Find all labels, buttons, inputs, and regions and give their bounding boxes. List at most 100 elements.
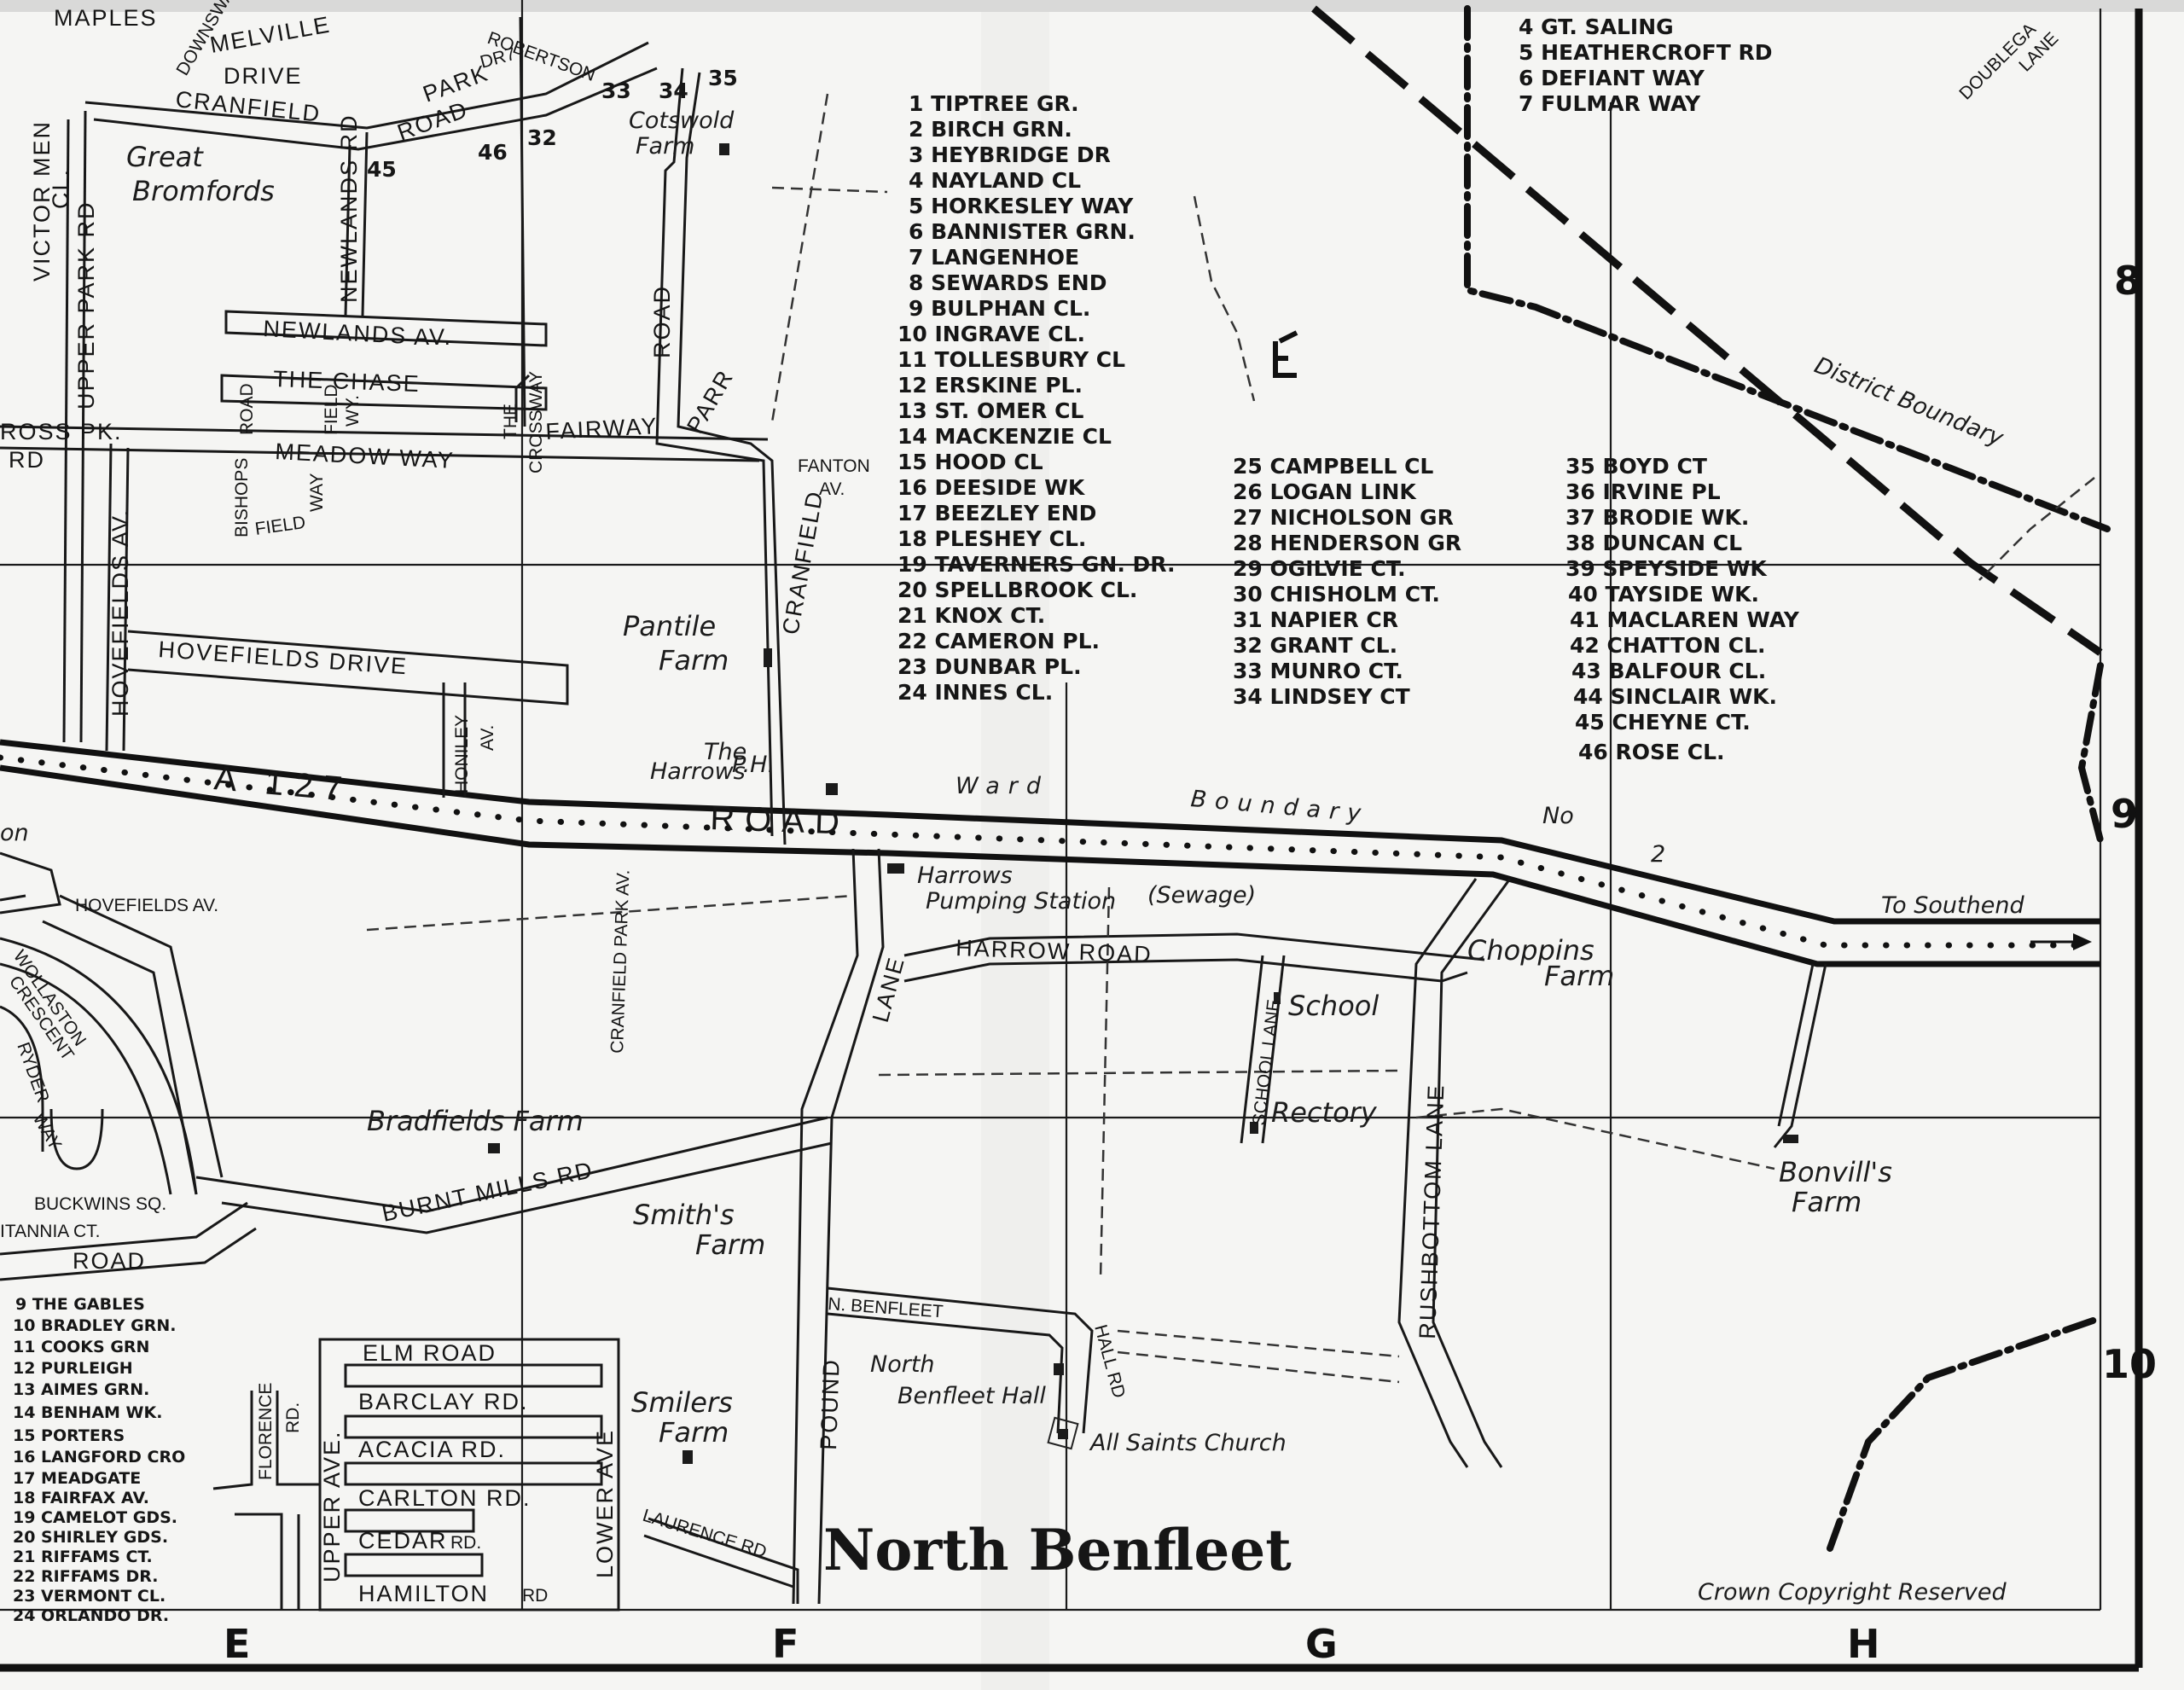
field-way-label: WAY [307, 473, 327, 513]
smilers-label: Smilers [631, 1386, 733, 1419]
street-index-bottom-left: 9 THE GABLES 10 BRADLEY GRN. 11 COOKS GR… [13, 1295, 185, 1625]
index-entry: 3 HEYBRIDGE DR [909, 142, 1111, 167]
northern-roads[interactable] [0, 16, 1256, 845]
index-entry: 2 BIRCH GRN. [909, 117, 1072, 142]
pantile-farm-building [764, 648, 772, 667]
index-entry: 33 MUNRO CT. [1233, 659, 1403, 683]
index-entry: 6 DEFIANT WAY [1519, 66, 1705, 90]
hamilton-rd-label: RD [522, 1586, 548, 1606]
pumping-station-label: Pumping Station [926, 888, 1116, 915]
cotswold-farm-building [719, 143, 729, 155]
index-entry: 24 INNES CL. [897, 680, 1053, 705]
index-entry: 4 GT. SALING [1519, 15, 1674, 39]
index-entry: 14 MACKENZIE CL [897, 424, 1112, 449]
street-index-col1: 1 TIPTREE GR. 2 BIRCH GRN. 3 HEYBRIDGE D… [897, 91, 1176, 705]
grid-row-10: 10 [2102, 1341, 2157, 1387]
honiley-label: HONILEY [452, 715, 472, 793]
carlton-rd-label: CARLTON RD. [358, 1485, 531, 1511]
index-entry: 42 CHATTON CL. [1570, 633, 1766, 658]
index-entry: 20 SHIRLEY GDS. [13, 1528, 168, 1547]
index-entry: 19 CAMELOT GDS. [13, 1508, 177, 1527]
index-entry: 37 BRODIE WK. [1565, 505, 1749, 530]
map-number-32: 32 [527, 125, 557, 150]
upper-lower-ave-block[interactable] [212, 1338, 620, 1612]
index-entry: 22 RIFFAMS DR. [13, 1567, 158, 1586]
the-label: THE [501, 404, 520, 439]
index-entry: 31 NAPIER CR [1233, 607, 1398, 632]
index-entry: 20 SPELLBROOK CL. [897, 578, 1137, 602]
upper-ave-label: UPPER AVE. [319, 1430, 345, 1583]
church-enclosure [1047, 1416, 1079, 1450]
pumping-station-building [887, 863, 904, 874]
cotswold-label: Cotswold [629, 107, 735, 134]
index-entry: 32 GRANT CL. [1233, 633, 1397, 658]
map-frame [0, 9, 2143, 1672]
great-bromfords-label-1: Great [126, 141, 204, 173]
index-entry: 27 NICHOLSON GR [1233, 505, 1454, 530]
pantile-label: Pantile [623, 610, 716, 642]
newlands-av-label: AV. [414, 324, 452, 350]
ph-label: P.H. [732, 752, 775, 778]
index-entry: 13 AIMES GRN. [13, 1380, 149, 1399]
index-entry: 26 LOGAN LINK [1233, 479, 1417, 504]
a127-road[interactable] [0, 739, 2100, 967]
barclay-rd-label: BARCLAY RD. [358, 1389, 529, 1414]
index-entry: 44 SINCLAIR WK. [1573, 684, 1777, 709]
grid-col-f: F [772, 1621, 799, 1667]
upper-park-rd-label: UPPER PARK RD [73, 200, 99, 409]
grid-row-9: 9 [2111, 791, 2138, 837]
crossway-label: CROSSWAY [526, 371, 546, 473]
choppins-label: Choppins [1467, 934, 1594, 967]
elm-road-label: ELM ROAD [363, 1340, 497, 1366]
the-harrows-the-label: The [704, 739, 746, 765]
smiths-farm-label: Farm [695, 1228, 765, 1261]
buckwins-sq-label: BUCKWINS SQ. [34, 1194, 166, 1214]
florence-label: FLORENCE [256, 1383, 276, 1480]
index-entry: 35 BOYD CT [1565, 454, 1707, 479]
sewage-label: (Sewage) [1147, 882, 1256, 909]
hovefields-av-label: HOVEFIELDS AV. [107, 508, 133, 717]
station-structure [1273, 330, 1298, 378]
index-entry: 9 THE GABLES [15, 1295, 145, 1314]
index-entry: 13 ST. OMER CL [897, 398, 1083, 423]
index-entry: 6 BANNISTER GRN. [909, 219, 1136, 244]
index-entry: 36 IRVINE PL [1565, 479, 1721, 504]
bonvills-farm-building [1783, 1135, 1798, 1143]
scan-top-edge [0, 0, 2184, 12]
harrows-label: Harrows [917, 862, 1013, 889]
index-entry: 12 PURLEIGH [13, 1359, 133, 1378]
florence-rd-label: RD. [283, 1403, 303, 1433]
index-entry: 17 BEEZLEY END [897, 501, 1096, 526]
index-entry: 5 HEATHERCROFT RD [1519, 40, 1773, 65]
copyright-notice: Crown Copyright Reserved [1698, 1579, 2007, 1606]
index-entry: 11 COOKS GRN [13, 1338, 149, 1356]
ross-pk-label: ROSS PK. [0, 419, 123, 444]
index-entry: 19 TAVERNERS GN. DR. [897, 552, 1176, 577]
map-number-46: 46 [478, 140, 508, 165]
the-harrows-label: Harrows [650, 758, 746, 785]
ward-no-label: No [1542, 803, 1574, 829]
wollaston-crescent-area[interactable] [0, 851, 198, 1195]
index-entry: 10 INGRAVE CL. [897, 322, 1085, 346]
ward-label: Ward [956, 773, 1049, 799]
smilers-farm-label: Farm [659, 1416, 729, 1449]
parry-road-label: ROAD [649, 285, 675, 358]
newlands-rd-label: NEWLANDS RD [336, 113, 362, 303]
drive-label: DRIVE [224, 63, 303, 89]
to-southend-label: To Southend [1881, 892, 2024, 919]
partial-on-label: on [0, 820, 29, 846]
smilers-farm-building [682, 1450, 693, 1464]
index-entry: 5 HORKESLEY WAY [909, 194, 1134, 218]
fanton-label: FANTON [798, 456, 870, 476]
smiths-label: Smith's [633, 1199, 735, 1231]
arrow-right-icon [2073, 933, 2092, 950]
honiley-av-label: AV. [478, 725, 497, 751]
district-boundary-east [2077, 662, 2104, 844]
bishops-label: BISHOPS [232, 458, 252, 537]
bishops-road-label: ROAD [237, 383, 257, 435]
index-entry: 14 BENHAM WK. [13, 1403, 162, 1422]
index-entry: 1 TIPTREE GR. [909, 91, 1079, 116]
index-entry: 18 PLESHEY CL. [897, 526, 1086, 551]
index-entry: 23 VERMONT CL. [13, 1587, 166, 1606]
